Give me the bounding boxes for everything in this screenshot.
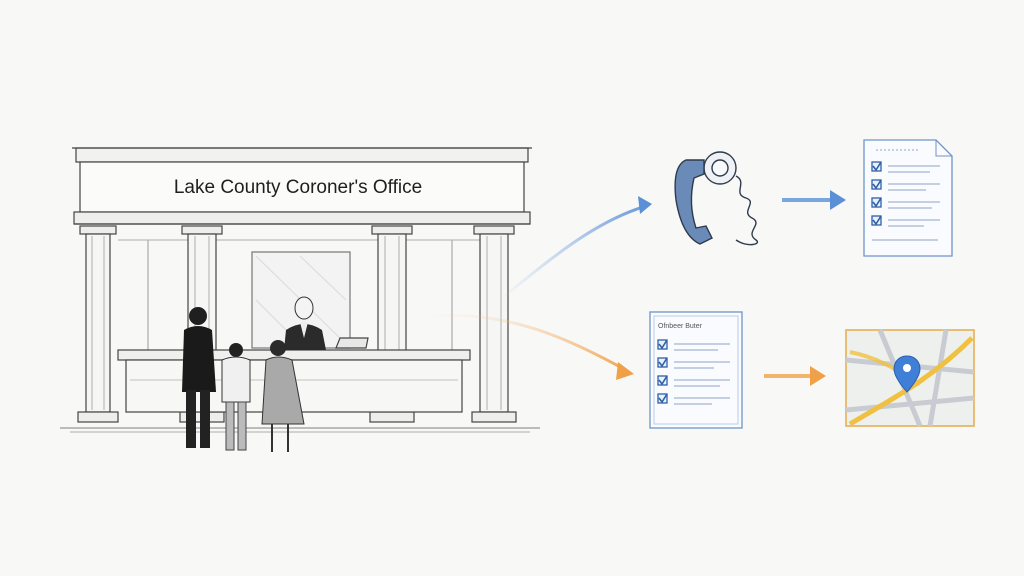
arrow-top-step — [782, 190, 846, 210]
arrow-head-top — [638, 196, 652, 214]
clerk-figure — [284, 296, 326, 350]
arrow-head-bottom — [616, 362, 634, 380]
man-figure — [182, 307, 216, 448]
map-pin-icon — [893, 355, 921, 393]
telephone-icon — [674, 151, 759, 246]
branch-arrows — [429, 196, 652, 380]
column-left-outer — [77, 225, 119, 423]
laptop-icon — [335, 337, 369, 349]
checklist-document-icon: Ofnbeer Buter — [649, 311, 743, 429]
checklist-document-icon — [863, 139, 953, 257]
family-figures — [182, 307, 305, 452]
branch-arrow-bottom — [429, 313, 627, 372]
building-cornice — [75, 147, 529, 163]
map-location-icon — [845, 329, 975, 427]
child-figure — [221, 343, 251, 451]
woman-figure — [261, 340, 305, 452]
branch-arrow-top — [499, 204, 647, 302]
document-header-text: Ofnbeer Buter — [658, 323, 703, 330]
column-right-outer — [471, 225, 517, 423]
arrow-bottom-step — [764, 366, 826, 386]
building-sign-text: Lake County Coroner's Office — [174, 177, 422, 198]
